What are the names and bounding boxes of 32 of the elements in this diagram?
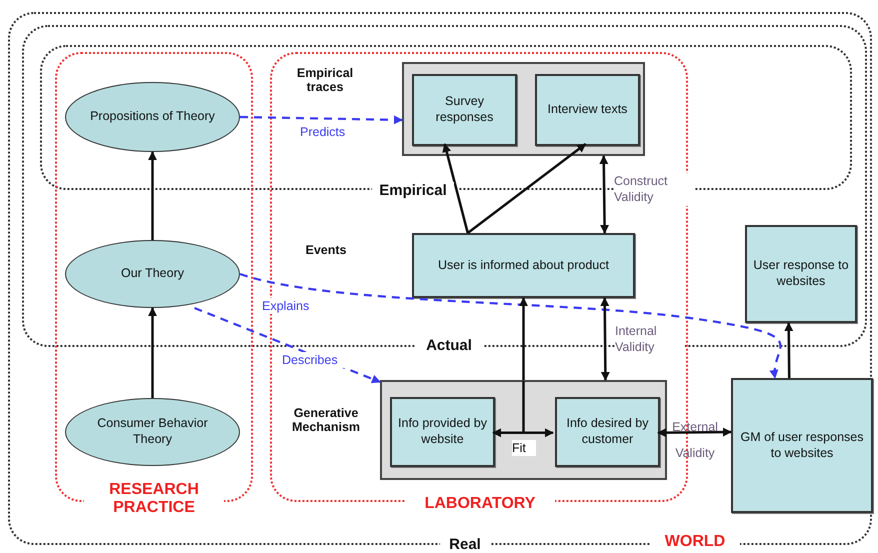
arrow	[442, 143, 469, 234]
edge-label: External Validity	[671, 419, 719, 462]
edge-label: Fit	[512, 440, 536, 456]
arrow	[784, 322, 794, 378]
edge-label: Internal Validity	[615, 323, 685, 356]
arrow	[467, 143, 586, 234]
process-box: Survey responses	[412, 74, 517, 146]
theory-ellipse: Propositions of Theory	[65, 82, 240, 152]
row-label: Events	[304, 243, 348, 258]
process-box: GM of user responses to websites	[731, 378, 873, 513]
arrow	[519, 297, 528, 380]
process-box: Interview texts	[535, 74, 640, 146]
row-label: Generative Mechanism	[290, 406, 362, 435]
theory-ellipse: Our Theory	[65, 240, 240, 308]
edge-label: Construct Validity	[614, 173, 694, 206]
process-box: Info desired by customer	[555, 397, 660, 467]
arrow	[148, 151, 157, 240]
dashed-arrow	[240, 115, 403, 124]
arrow	[492, 428, 554, 438]
arrow	[599, 155, 610, 234]
process-box: User is informed about product	[412, 233, 635, 298]
process-box: Info provided by website	[390, 397, 495, 467]
process-box: User response to websites	[745, 225, 857, 323]
row-label: Empirical traces	[296, 66, 354, 95]
theory-ellipse: Consumer Behavior Theory	[65, 398, 240, 466]
arrow	[600, 297, 610, 381]
group-box	[380, 380, 667, 480]
arrow	[148, 307, 157, 398]
dashed-arrow	[240, 272, 782, 379]
arrow	[657, 428, 732, 438]
region-label: Empirical	[372, 182, 454, 200]
group-box	[402, 62, 645, 156]
